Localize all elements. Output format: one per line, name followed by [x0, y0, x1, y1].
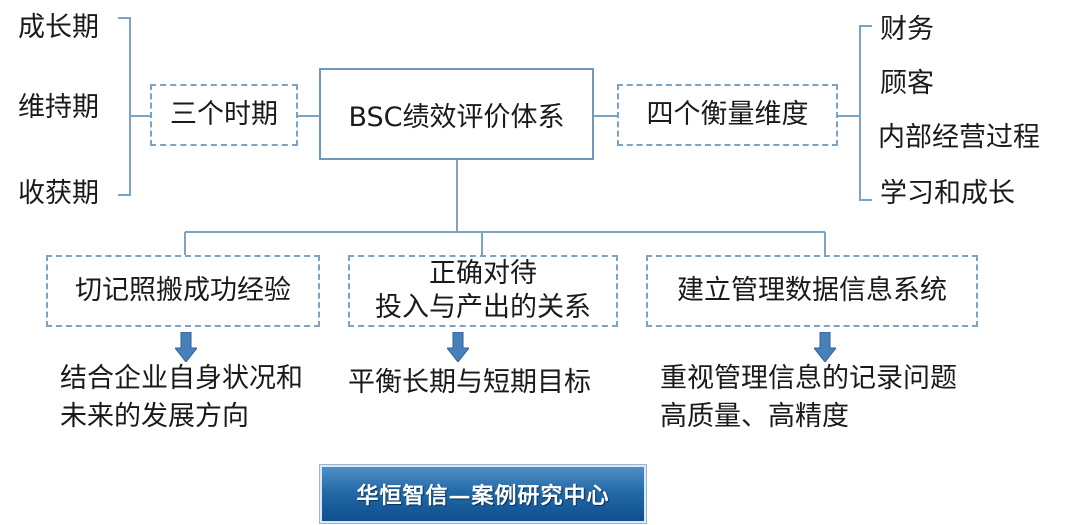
period-harvest: 收获期 [18, 178, 99, 209]
four-dimensions-label: 四个衡量维度 [646, 99, 809, 130]
three-periods-box: 三个时期 [150, 84, 298, 146]
result-2-line-1: 平衡长期与短期目标 [348, 367, 591, 398]
period-growth: 成长期 [18, 12, 99, 43]
left-bracket [118, 17, 131, 196]
branch-box-2-line-2: 投入与产出的关系 [375, 292, 591, 323]
result-2: 平衡长期与短期目标 [348, 364, 591, 402]
branch-box-1-label: 切记照搬成功经验 [75, 275, 291, 306]
result-1: 结合企业自身状况和 未来的发展方向 [60, 360, 303, 436]
branch-box-2-line-1: 正确对待 [429, 258, 537, 289]
branch-box-1: 切记照搬成功经验 [46, 255, 320, 327]
result-3-line-1: 重视管理信息的记录问题 [660, 363, 957, 394]
dimension-learning-growth: 学习和成长 [880, 178, 1015, 209]
branch-box-3: 建立管理数据信息系统 [646, 255, 978, 327]
down-arrow-icon [814, 332, 836, 362]
result-1-line-2: 未来的发展方向 [60, 401, 249, 432]
three-periods-label: 三个时期 [170, 99, 278, 130]
right-bracket [859, 25, 872, 201]
dimension-customer: 顾客 [880, 68, 934, 99]
result-3: 重视管理信息的记录问题 高质量、高精度 [660, 360, 957, 436]
period-maintain: 维持期 [18, 92, 99, 123]
branch-box-2: 正确对待 投入与产出的关系 [348, 255, 618, 327]
down-arrow-icon [447, 332, 469, 362]
footer-banner: 华恒智信—案例研究中心 [320, 465, 646, 523]
branch-box-3-label: 建立管理数据信息系统 [677, 275, 947, 306]
down-arrow-icon [175, 332, 197, 362]
dimension-finance: 财务 [880, 14, 934, 45]
bsc-system-title: BSC绩效评价体系 [348, 101, 565, 133]
dimension-internal-process: 内部经营过程 [878, 122, 1040, 153]
footer-banner-text: 华恒智信—案例研究中心 [356, 483, 610, 509]
result-3-line-2: 高质量、高精度 [660, 401, 849, 432]
four-dimensions-box: 四个衡量维度 [617, 84, 838, 146]
result-1-line-1: 结合企业自身状况和 [60, 363, 303, 394]
bsc-system-box: BSC绩效评价体系 [319, 68, 594, 160]
